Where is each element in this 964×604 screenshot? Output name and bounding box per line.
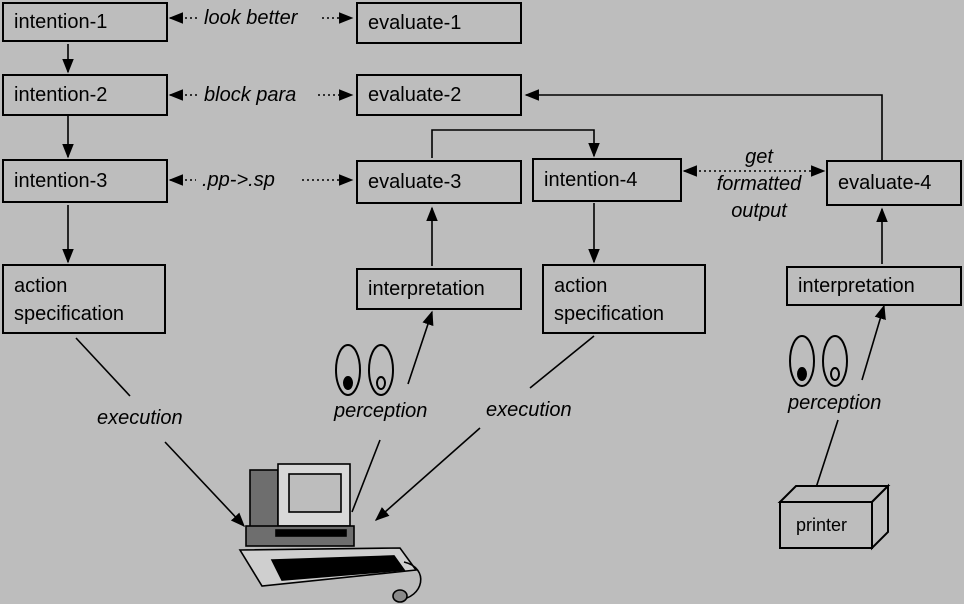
printer-icon: [777, 483, 891, 551]
label-perception-mid: perception: [334, 400, 428, 422]
intention-3-box: intention-3: [2, 159, 168, 203]
link-evaluate3-to-intention4: [431, 129, 600, 158]
eyes-icon-mid: [335, 344, 394, 396]
desktop-computer-icon: [238, 463, 422, 603]
label-get-formatted-output: get formatted output: [716, 146, 802, 222]
intention-4-box: intention-4: [532, 158, 682, 202]
action-specification-mid-box: action specification: [542, 264, 706, 334]
printer-label: printer: [796, 515, 848, 535]
label-look-better: look better: [204, 7, 298, 29]
label-block-para: block para: [204, 84, 297, 106]
interpretation-right-box: interpretation: [786, 266, 962, 306]
evaluate-4-box: evaluate-4: [826, 160, 962, 206]
perception-mid-line: [351, 439, 381, 513]
exec-left-upper: [75, 337, 131, 397]
exec-left-lower: [164, 441, 245, 528]
action-specification-left-box: action specification: [2, 264, 166, 334]
intention-1-box: intention-1: [2, 2, 168, 42]
eyes-icon-right: [789, 335, 848, 387]
label-pp-sp: .pp->.sp: [202, 169, 275, 191]
exec-mid-upper: [529, 335, 595, 389]
label-execution-left: execution: [97, 407, 183, 429]
label-execution-mid: execution: [486, 399, 572, 421]
evaluate-1-box: evaluate-1: [356, 2, 522, 44]
label-perception-right: perception: [788, 392, 882, 414]
evaluate-3-box: evaluate-3: [356, 160, 522, 204]
evaluate-2-box: evaluate-2: [356, 74, 522, 116]
intention-2-box: intention-2: [2, 74, 168, 116]
link-evaluate4-to-evaluate2: [524, 89, 883, 160]
interpretation-mid-box: interpretation: [356, 268, 522, 310]
perception-right-arrow: [861, 304, 886, 381]
perception-mid-arrow: [407, 310, 434, 385]
exec-mid-lower: [374, 427, 481, 521]
